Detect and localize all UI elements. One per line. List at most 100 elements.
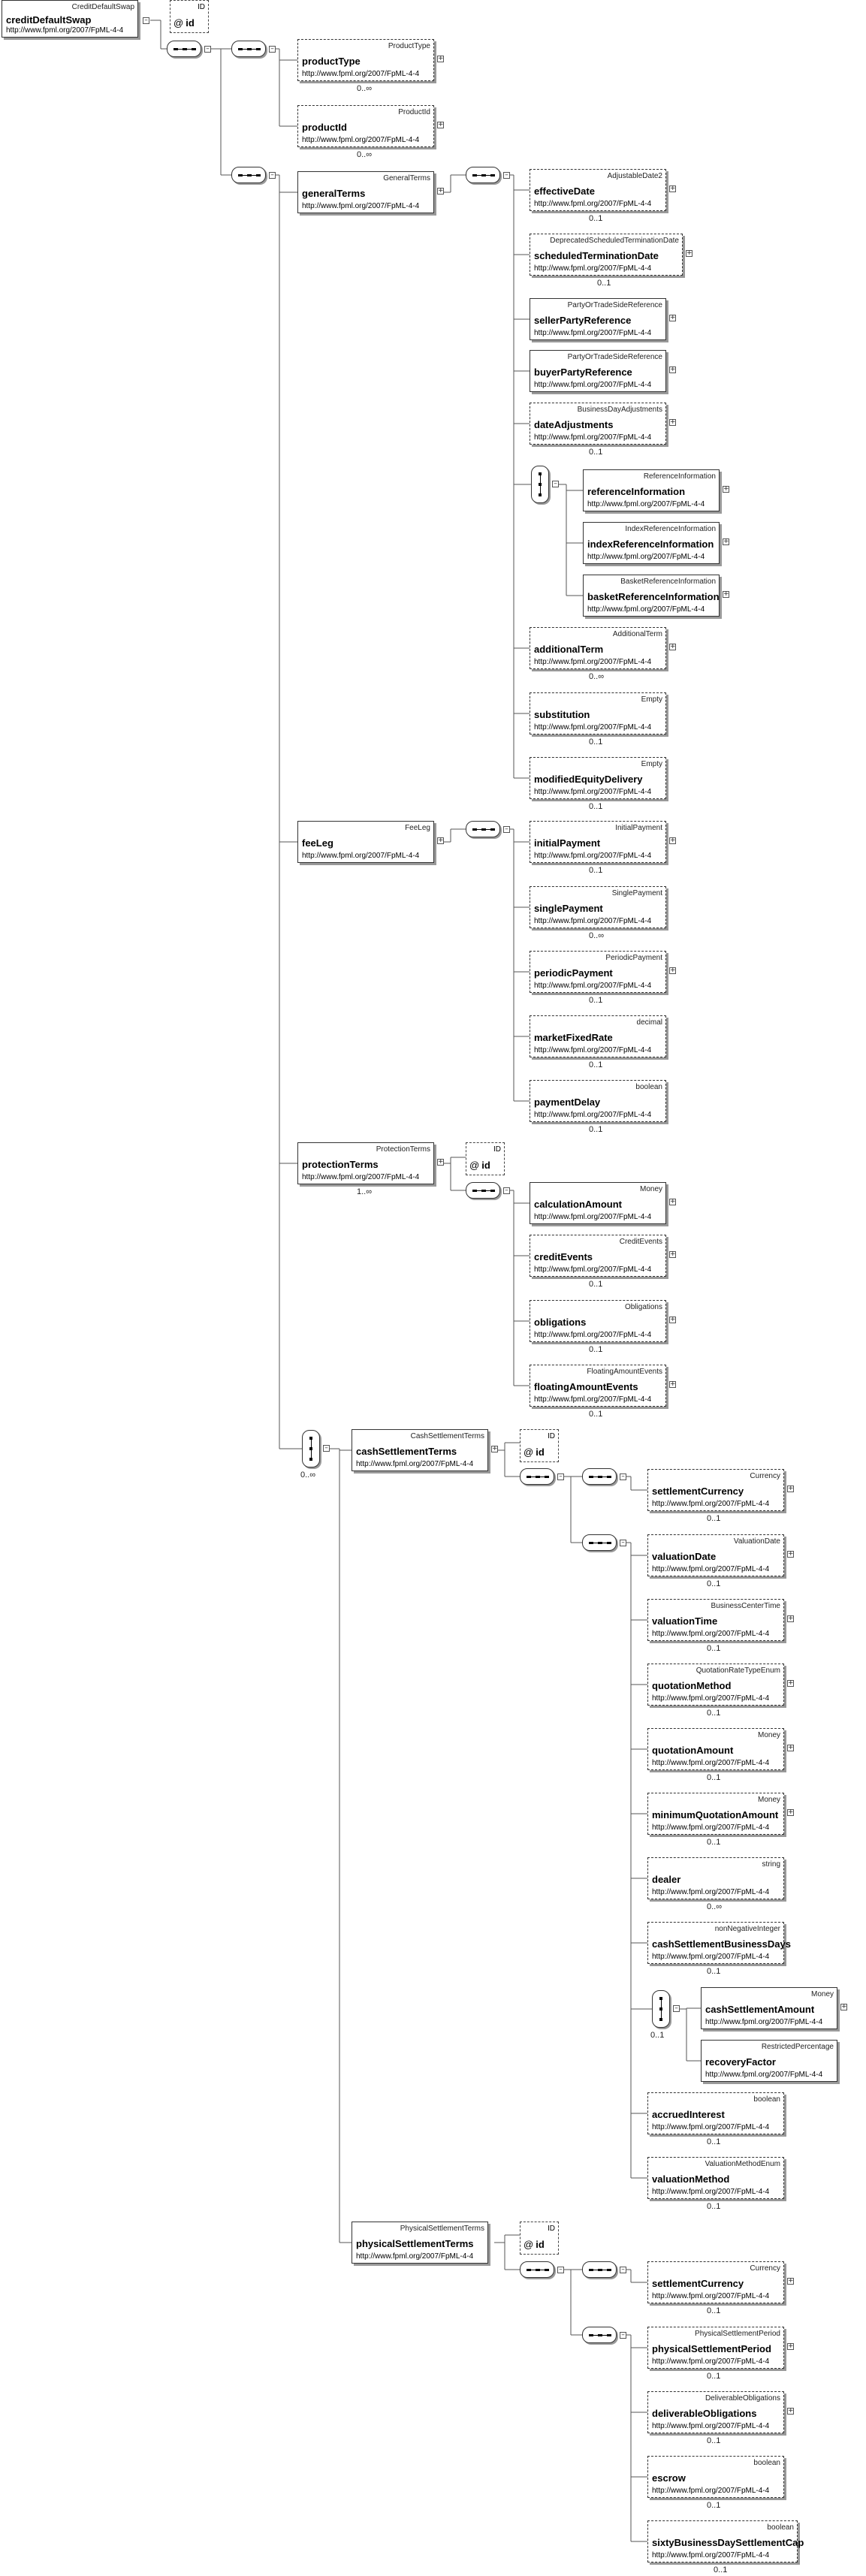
sequence-compositor-icon[interactable]: [520, 2261, 554, 2278]
collapse-icon[interactable]: –: [620, 2332, 626, 2339]
collapse-icon[interactable]: –: [557, 1474, 564, 1480]
sequence-compositor-icon[interactable]: [167, 41, 201, 57]
expand-icon[interactable]: +: [669, 366, 676, 373]
sequence-compositor-icon[interactable]: [582, 1468, 617, 1485]
expand-icon[interactable]: +: [669, 1380, 676, 1388]
expand-icon[interactable]: +: [437, 187, 444, 195]
attribute-id[interactable]: ID@id: [520, 1429, 559, 1462]
collapse-icon[interactable]: –: [503, 172, 510, 179]
sequence-compositor-icon[interactable]: [466, 1182, 500, 1199]
sequence-compositor-icon[interactable]: [582, 2327, 617, 2343]
collapse-icon[interactable]: –: [557, 2267, 564, 2273]
choice-compositor-icon[interactable]: [531, 466, 549, 503]
collapse-icon[interactable]: –: [552, 481, 559, 487]
expand-icon[interactable]: +: [669, 185, 676, 192]
expand-icon[interactable]: +: [723, 590, 729, 598]
collapse-icon[interactable]: –: [503, 826, 510, 833]
expand-icon[interactable]: +: [669, 1316, 676, 1323]
expand-icon[interactable]: +: [787, 2277, 794, 2285]
expand-icon[interactable]: +: [723, 538, 729, 545]
expand-icon[interactable]: +: [787, 1615, 794, 1622]
collapse-icon[interactable]: –: [269, 172, 276, 179]
expand-icon[interactable]: +: [840, 2003, 847, 2010]
expand-icon[interactable]: +: [787, 1808, 794, 1816]
expand-icon[interactable]: +: [437, 1158, 444, 1166]
expand-icon[interactable]: +: [669, 1198, 676, 1205]
collapse-icon[interactable]: –: [269, 46, 276, 53]
expand-icon[interactable]: +: [723, 485, 729, 493]
expand-icon[interactable]: +: [491, 1445, 498, 1452]
choice-compositor-icon[interactable]: [652, 1990, 670, 2028]
expand-icon[interactable]: +: [437, 121, 444, 128]
expand-icon[interactable]: +: [669, 1250, 676, 1258]
expand-icon[interactable]: +: [669, 418, 676, 426]
collapse-icon[interactable]: –: [204, 46, 211, 53]
attribute-id[interactable]: ID@id: [170, 0, 209, 33]
expand-icon[interactable]: +: [669, 967, 676, 974]
collapse-icon[interactable]: –: [673, 2005, 680, 2012]
sequence-compositor-icon[interactable]: [582, 2261, 617, 2278]
attribute-id[interactable]: ID@id: [520, 2222, 559, 2255]
expand-icon[interactable]: +: [787, 1679, 794, 1687]
expand-icon[interactable]: +: [437, 55, 444, 62]
expand-icon[interactable]: +: [669, 643, 676, 650]
expand-icon[interactable]: +: [669, 837, 676, 844]
sequence-compositor-icon[interactable]: [466, 167, 500, 183]
expand-root-icon[interactable]: –: [143, 17, 149, 24]
sequence-compositor-icon[interactable]: [466, 821, 500, 837]
expand-icon[interactable]: +: [686, 249, 692, 257]
root-element-credit-default-swap[interactable]: CreditDefaultSwap creditDefaultSwap http…: [2, 0, 138, 38]
expand-icon[interactable]: +: [787, 2342, 794, 2350]
expand-icon[interactable]: +: [787, 1550, 794, 1558]
collapse-icon[interactable]: –: [620, 1540, 626, 1546]
expand-icon[interactable]: +: [787, 1485, 794, 1492]
collapse-icon[interactable]: –: [503, 1187, 510, 1194]
expand-icon[interactable]: +: [787, 2407, 794, 2415]
collapse-icon[interactable]: –: [620, 1474, 626, 1480]
expand-icon[interactable]: +: [787, 1744, 794, 1751]
attribute-id[interactable]: ID@id: [466, 1142, 505, 1175]
expand-icon[interactable]: +: [437, 837, 444, 844]
collapse-icon[interactable]: –: [323, 1445, 330, 1452]
expand-icon[interactable]: +: [669, 314, 676, 321]
sequence-compositor-icon[interactable]: [231, 167, 266, 183]
sequence-compositor-icon[interactable]: [582, 1534, 617, 1551]
